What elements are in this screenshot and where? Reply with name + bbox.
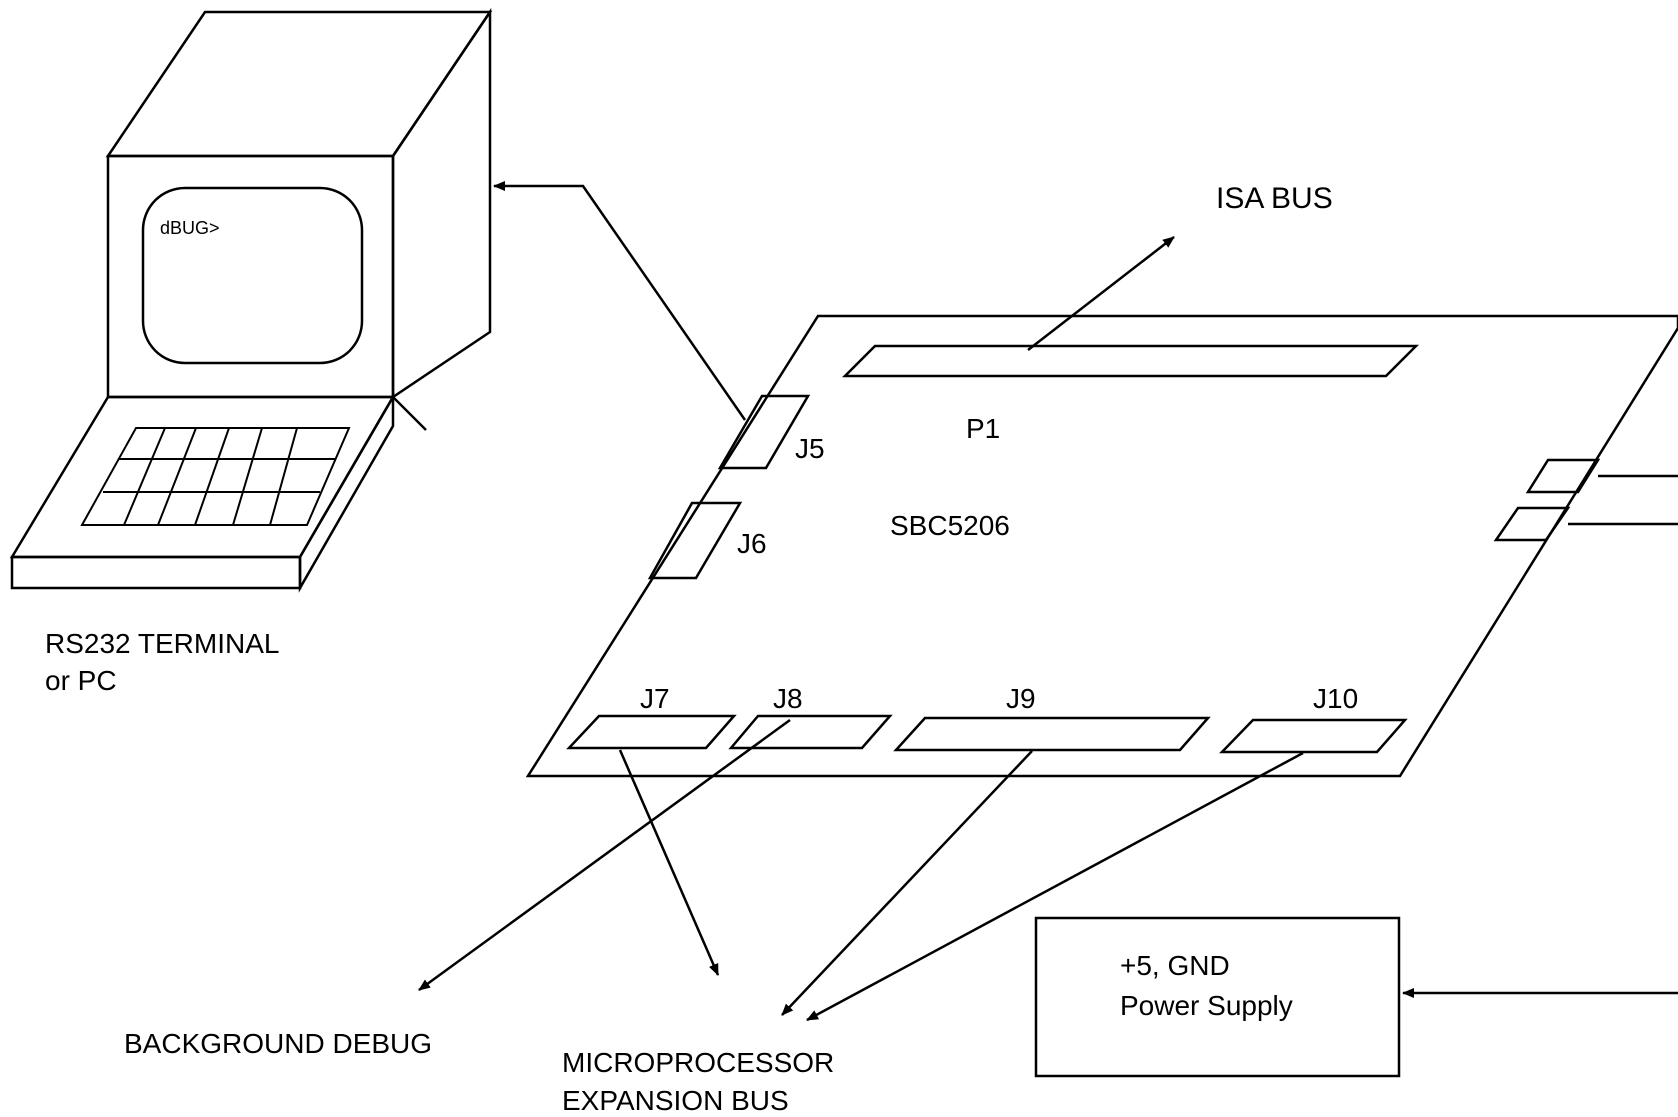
connector-j8-label: J8: [773, 683, 803, 714]
keyboard-keys: [80, 427, 351, 526]
keyboard-side: [298, 392, 395, 593]
arrow-j10-to-expansion: [806, 751, 1304, 1022]
connector-j10: [1219, 718, 1408, 754]
monitor-side-tick: [392, 396, 427, 431]
connector-j6: [647, 501, 743, 580]
connector-j5-label: J5: [795, 433, 825, 464]
monitor-front: [106, 154, 395, 399]
connector-right-lower: [1493, 506, 1571, 542]
monitor-top: [105, 10, 493, 158]
connector-j9: [893, 716, 1211, 752]
connector-j10-label: J10: [1313, 683, 1358, 714]
sbc5206-board: P1 J5 J6 SBC5206 J7 J8 J9 J10: [525, 314, 1678, 778]
background-debug-label: BACKGROUND DEBUG: [124, 1028, 432, 1059]
connector-j7: [566, 714, 737, 750]
arrow-j8-to-debug: [418, 718, 791, 992]
rs232-terminal: dBUG> RS232 TERMINAL or PC: [9, 7, 493, 696]
arrow-p1-to-isa: [1027, 236, 1175, 351]
connector-p1: [841, 344, 1420, 378]
terminal-prompt: dBUG>: [160, 218, 220, 238]
isa-bus-label: ISA BUS: [1216, 182, 1333, 215]
arrow-j5-to-terminal: [493, 181, 747, 421]
connector-j5: [717, 394, 811, 470]
keyboard-front: [10, 555, 302, 590]
power-supply-box: [1034, 916, 1401, 1078]
connector-p1-label: P1: [966, 413, 1000, 444]
connector-j6-label: J6: [737, 528, 767, 559]
arrow-j9-to-expansion: [781, 750, 1033, 1016]
connector-j8: [728, 714, 893, 750]
arrow-j7-to-expansion: [618, 749, 720, 976]
monitor-side: [391, 7, 492, 400]
board-outline: [525, 314, 1678, 778]
power-supply: +5, GND Power Supply: [1034, 916, 1401, 1078]
terminal-label-line1: RS232 TERMINAL: [45, 628, 279, 659]
monitor-screen: [141, 186, 364, 365]
connection-arrows: [418, 181, 1678, 1022]
connector-j7-label: J7: [640, 683, 670, 714]
connector-j9-label: J9: [1006, 683, 1036, 714]
keyboard-top: [9, 395, 396, 559]
expansion-bus-label-line1: MICROPROCESSOR: [562, 1047, 834, 1078]
power-supply-line1: +5, GND: [1120, 950, 1230, 981]
terminal-label-line2: or PC: [45, 665, 117, 696]
power-supply-line2: Power Supply: [1120, 990, 1293, 1021]
expansion-bus-label-line2: EXPANSION BUS: [562, 1085, 789, 1116]
board-name: SBC5206: [890, 510, 1010, 541]
connector-right-upper: [1525, 458, 1601, 494]
